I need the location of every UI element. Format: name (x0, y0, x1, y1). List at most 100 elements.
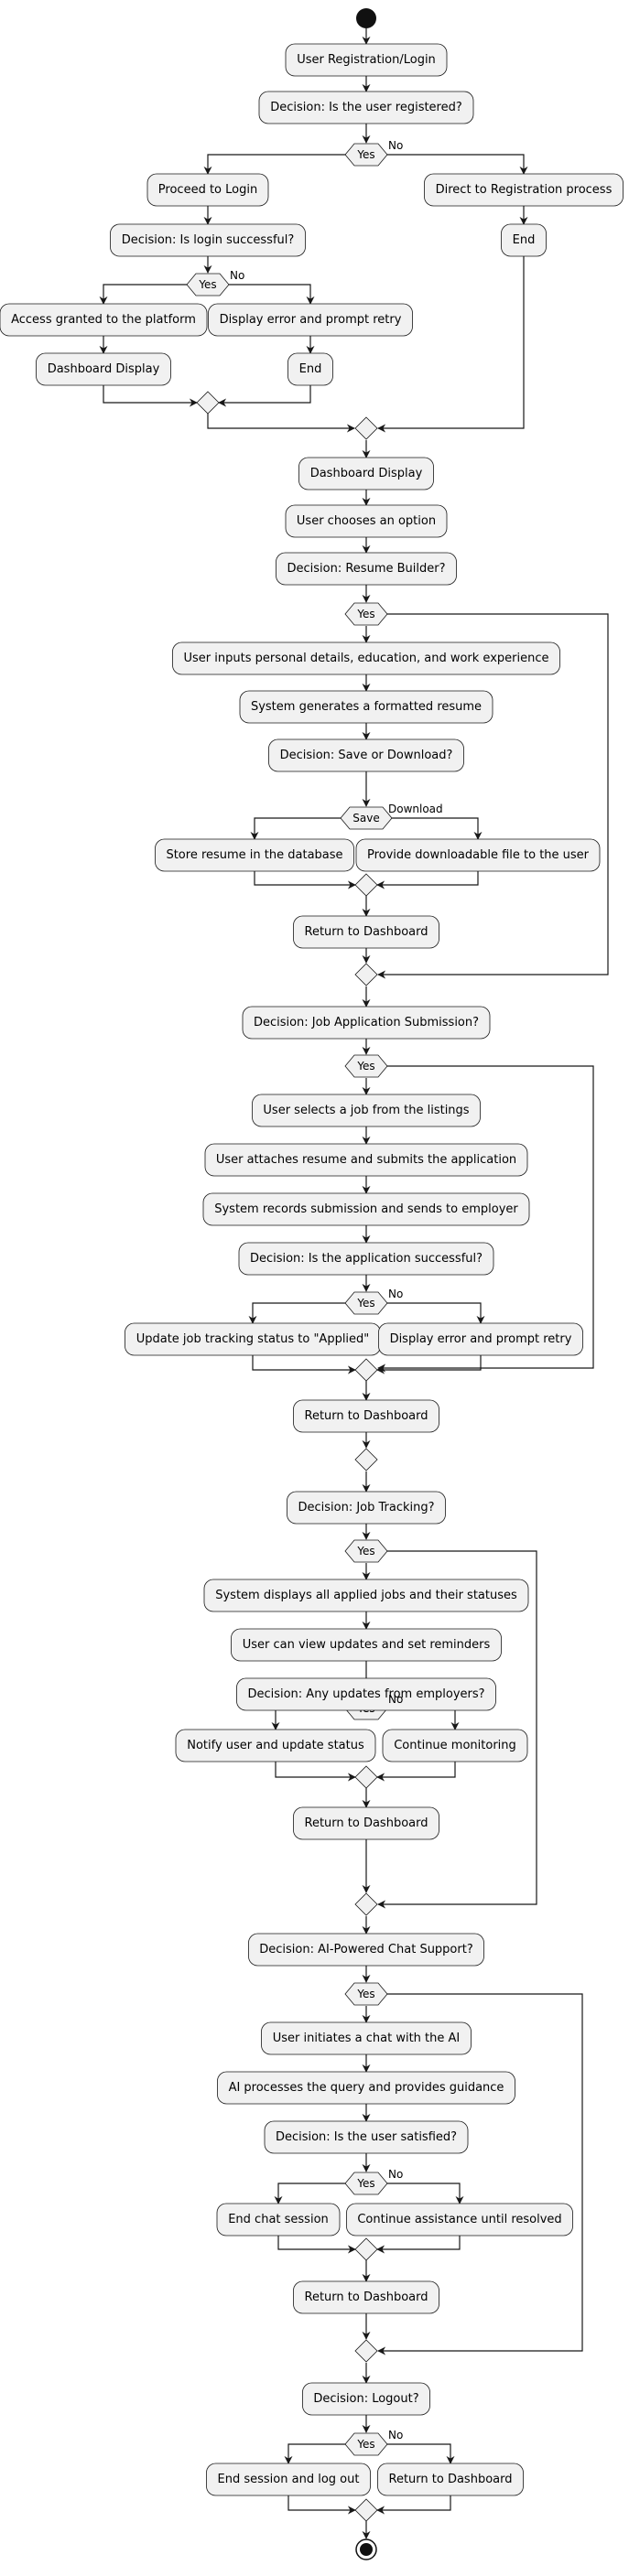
merge-node (354, 2237, 378, 2261)
merge-node (196, 391, 220, 415)
activity-node: Continue assistance until resolved (346, 2203, 573, 2236)
activity-node-label: Decision: Is the user registered? (270, 101, 462, 114)
activity-node: Decision: Logout? (302, 2382, 430, 2416)
activity-node: Decision: Any updates from employers? (236, 1677, 496, 1711)
activity-node-label: Continue assistance until resolved (357, 2213, 561, 2226)
merge-node (354, 1358, 378, 1382)
decision-node: Yes (344, 2432, 388, 2456)
activity-node-label: End (299, 362, 322, 376)
activity-node: Continue monitoring (382, 1729, 528, 1762)
activity-node: System displays all applied jobs and the… (203, 1579, 529, 1612)
activity-node: Decision: Job Application Submission? (242, 1006, 491, 1040)
branch-label: No (388, 2429, 403, 2441)
activity-node: Access granted to the platform (0, 303, 208, 337)
merge-node (354, 416, 378, 440)
flow-edges (99, 28, 609, 2539)
activity-node-label: Decision: AI-Powered Chat Support? (259, 1943, 472, 1956)
activity-node: Decision: Save or Download? (268, 738, 464, 772)
activity-node: User attaches resume and submits the app… (204, 1143, 528, 1177)
activity-node-label: Direct to Registration process (436, 183, 613, 197)
activity-node: Return to Dashboard (293, 915, 439, 949)
activity-node-label: Decision: Resume Builder? (287, 562, 446, 576)
activity-node-label: End chat session (228, 2213, 329, 2226)
activity-node-label: User attaches resume and submits the app… (216, 1153, 516, 1167)
decision-label: Yes (356, 2438, 374, 2451)
activity-node-label: User initiates a chat with the AI (273, 2032, 461, 2045)
branch-label: No (388, 1693, 403, 1706)
decision-node: Yes (186, 273, 230, 296)
activity-node: Update job tracking status to "Applied" (125, 1322, 381, 1356)
activity-node-label: Decision: Any updates from employers? (247, 1687, 484, 1701)
decision-label: Yes (356, 2177, 374, 2190)
activity-node-label: Continue monitoring (394, 1739, 516, 1752)
branch-label: Download (388, 803, 443, 815)
activity-node-label: Display error and prompt retry (390, 1332, 572, 1346)
decision-label: Yes (356, 1988, 374, 2000)
activity-node-label: Decision: Is the user satisfied? (276, 2130, 457, 2144)
decision-label: Yes (356, 608, 374, 620)
activity-node: Notify user and update status (175, 1729, 376, 1762)
activity-node: Return to Dashboard (293, 2280, 439, 2314)
activity-node: Decision: Is the user satisfied? (264, 2120, 469, 2154)
merge-node (354, 1765, 378, 1789)
activity-node: User Registration/Login (285, 43, 448, 77)
activity-node-label: User can view updates and set reminders (243, 1638, 491, 1652)
activity-node: Decision: Job Tracking? (287, 1491, 446, 1525)
activity-node: Decision: Is the user registered? (258, 91, 474, 124)
merge-node (354, 1892, 378, 1916)
activity-node: Display error and prompt retry (378, 1322, 583, 1356)
activity-node-label: System records submission and sends to e… (214, 1202, 518, 1216)
activity-node: AI processes the query and provides guid… (217, 2071, 515, 2105)
activity-node: Display error and prompt retry (208, 303, 413, 337)
activity-node: Dashboard Display (298, 457, 434, 490)
merge-node (354, 873, 378, 897)
activity-node: Provide downloadable file to the user (355, 838, 601, 872)
activity-node-label: Return to Dashboard (305, 1409, 428, 1423)
merge-node (354, 2498, 378, 2522)
decision-label: Yes (356, 148, 374, 161)
activity-node-label: End (513, 233, 536, 247)
activity-node: Decision: Is the application successful? (238, 1242, 494, 1276)
start-node (356, 8, 376, 28)
activity-node-label: AI processes the query and provides guid… (229, 2081, 504, 2095)
merge-diamonds (196, 391, 378, 2522)
decision-node: Save (340, 806, 393, 830)
activity-node-label: System displays all applied jobs and the… (215, 1589, 517, 1602)
decision-label: Save (352, 812, 379, 825)
activity-node: Decision: Resume Builder? (276, 552, 457, 586)
activity-node-label: Decision: Is login successful? (122, 233, 295, 247)
decision-node: Yes (344, 1291, 388, 1315)
branch-label: No (388, 2168, 403, 2181)
activity-node: End (501, 223, 547, 257)
activity-node-label: Decision: Save or Download? (280, 749, 453, 762)
activity-node: System generates a formatted resume (239, 690, 493, 724)
merge-node (354, 1448, 378, 1471)
activity-node-label: Store resume in the database (166, 848, 342, 862)
activity-node: Direct to Registration process (424, 173, 624, 207)
activity-node: Return to Dashboard (377, 2463, 524, 2496)
activity-node: Return to Dashboard (293, 1806, 439, 1840)
decision-node: Yes (344, 2172, 388, 2195)
decision-label: Yes (198, 278, 216, 291)
merge-node (354, 963, 378, 986)
activity-node: End session and log out (206, 2463, 371, 2496)
activity-node-label: Decision: Logout? (313, 2392, 418, 2406)
activity-node: End (287, 352, 333, 386)
activity-node: End chat session (216, 2203, 341, 2236)
activity-node: Return to Dashboard (293, 1399, 439, 1433)
activity-node: Store resume in the database (155, 838, 354, 872)
activity-node: User can view updates and set reminders (231, 1628, 502, 1662)
decision-node: Yes (344, 602, 388, 626)
decision-diamonds: YesYesYesSaveYesYesYesYesYesYesYes (186, 143, 393, 2456)
activity-node-label: Proceed to Login (158, 183, 257, 197)
activity-node: User initiates a chat with the AI (261, 2021, 472, 2055)
activity-node: User chooses an option (285, 504, 448, 538)
activity-node-label: User chooses an option (297, 514, 436, 528)
activity-node-label: Notify user and update status (187, 1739, 364, 1752)
activity-node-label: Update job tracking status to "Applied" (136, 1332, 370, 1346)
activity-node: Proceed to Login (146, 173, 269, 207)
activity-node-label: Dashboard Display (310, 467, 423, 480)
decision-label: Yes (356, 1297, 374, 1310)
